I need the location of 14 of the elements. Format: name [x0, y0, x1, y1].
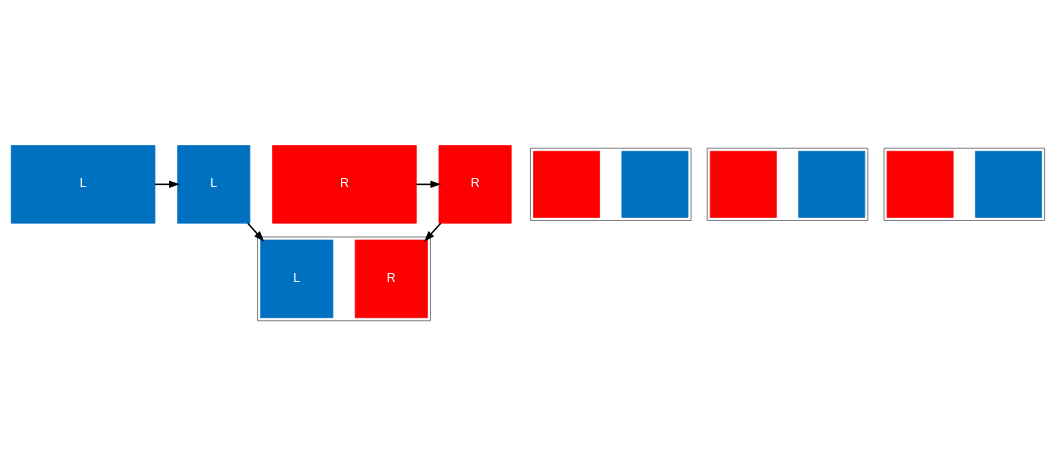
node-box: [886, 150, 954, 218]
node-box: L: [260, 239, 334, 318]
node-box: L: [177, 144, 251, 224]
node-box: R: [354, 239, 428, 318]
node-box: R: [272, 144, 417, 224]
node-box: [533, 150, 600, 218]
node-box: [798, 150, 866, 218]
node-box: [621, 150, 689, 218]
node-box: [975, 150, 1042, 218]
node-box: R: [438, 144, 512, 224]
node-box: L: [10, 144, 156, 224]
node-box: [709, 150, 777, 218]
arrow: [424, 221, 442, 242]
arrow: [247, 221, 265, 242]
